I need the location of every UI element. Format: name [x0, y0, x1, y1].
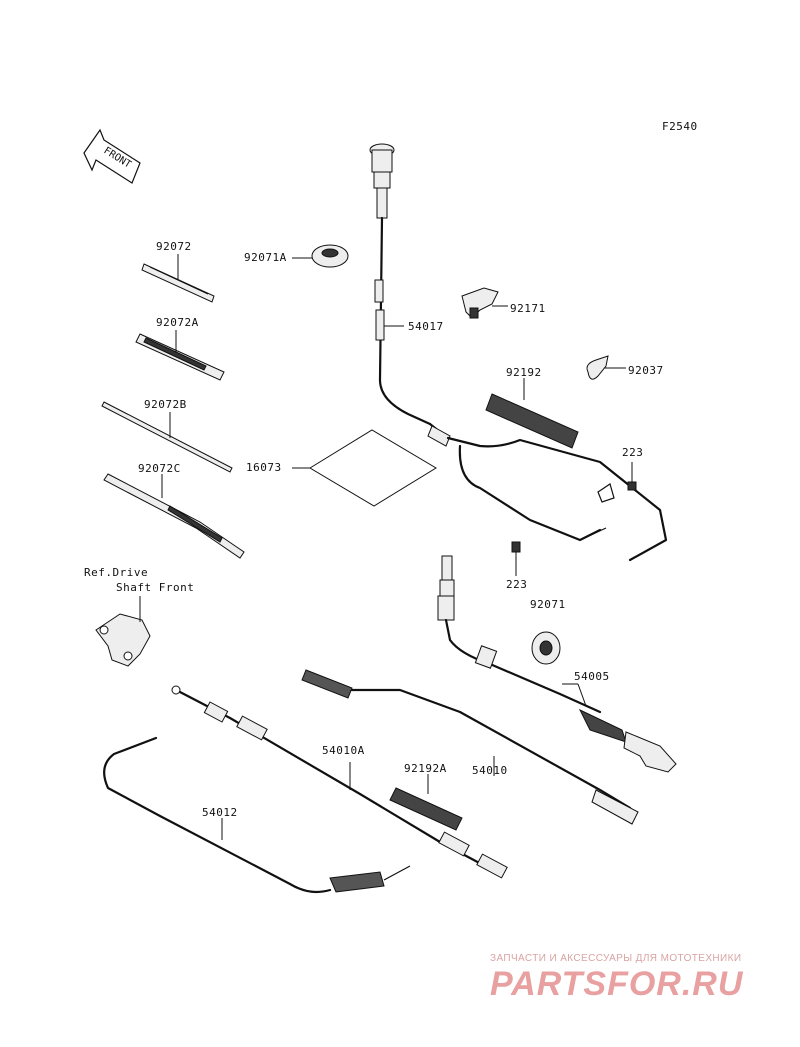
grommet-92071 — [531, 631, 561, 665]
choke-cable-54017 — [369, 143, 432, 426]
part-label-54012: 54012 — [202, 806, 238, 819]
boot-92192a — [389, 774, 463, 831]
ref-note-line2: Shaft Front — [116, 581, 195, 594]
cable-54012 — [103, 736, 411, 894]
figure-code: F2540 — [662, 120, 698, 133]
part-label-92071a: 92071A — [244, 251, 287, 264]
part-label-92072b: 92072B — [144, 398, 187, 411]
part-label-92071: 92071 — [530, 598, 566, 611]
part-label-92171: 92171 — [510, 302, 546, 315]
bracket-ref-drive-shaft — [95, 596, 151, 667]
svg-text:PARTSFOR.RU: PARTSFOR.RU — [490, 965, 744, 1003]
ref-note-line1: Ref.Drive — [84, 566, 149, 579]
part-label-92072a: 92072A — [156, 316, 199, 329]
part-label-92037: 92037 — [628, 364, 664, 377]
grommet-92071a — [292, 244, 349, 268]
part-label-223-b: 223 — [506, 578, 528, 591]
part-label-92192a: 92192A — [404, 762, 447, 775]
part-label-54010a: 54010A — [322, 744, 365, 757]
part-label-54017: 54017 — [408, 320, 444, 333]
tie-band-92072a — [135, 330, 225, 381]
part-label-92072: 92072 — [156, 240, 192, 253]
part-label-92192: 92192 — [506, 366, 542, 379]
tie-band-92072b — [101, 401, 233, 473]
part-label-16073: 16073 — [246, 461, 282, 474]
main-harness-cable — [427, 422, 668, 576]
watermark-tagline: ЗАПЧАСТИ И АКСЕССУАРЫ ДЛЯ МОТОТЕХНИКИ — [490, 953, 742, 964]
sheet-16073 — [292, 429, 437, 507]
tie-band-92072 — [141, 254, 215, 303]
cable-54005 — [437, 555, 677, 773]
part-label-54010: 54010 — [472, 764, 508, 777]
boot-92192 — [485, 378, 579, 449]
part-label-223-a: 223 — [622, 446, 644, 459]
cable-54010a — [171, 685, 508, 879]
clip-92037 — [586, 355, 626, 380]
tie-band-92072c — [103, 473, 245, 559]
watermark-logo: PARTSFOR.RU — [490, 965, 744, 1003]
front-arrow-icon: FRONT — [83, 128, 141, 184]
part-label-54005: 54005 — [574, 670, 610, 683]
part-label-92072c: 92072C — [138, 462, 181, 475]
clamp-92171 — [461, 287, 508, 319]
cable-54010 — [301, 669, 639, 825]
